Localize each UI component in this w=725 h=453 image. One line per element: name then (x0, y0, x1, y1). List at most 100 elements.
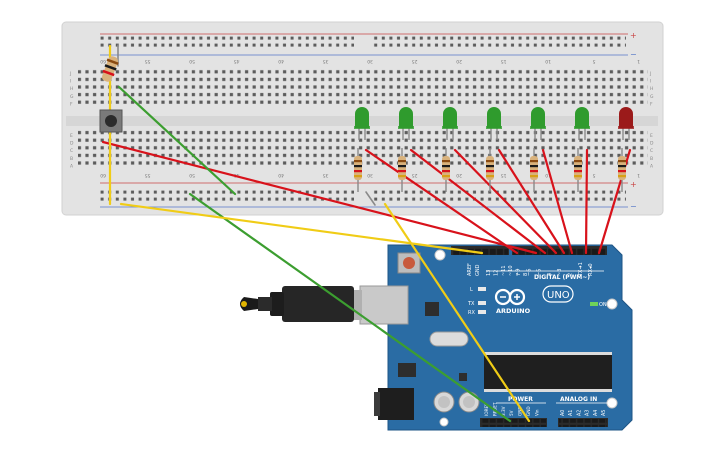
atmega-chip (484, 352, 612, 392)
power-label: POWER (508, 396, 533, 403)
digital-pin-label: ~6 (526, 269, 532, 276)
row-letter: I (70, 79, 71, 85)
aref-label: AREF (467, 263, 473, 276)
wire-red-4 (497, 148, 566, 255)
column-number: 5 (593, 58, 596, 64)
row-letter: I (650, 79, 651, 85)
analog-pin-header (558, 418, 608, 427)
column-number: 25 (412, 172, 418, 178)
l-led (478, 287, 486, 291)
row-letter: J (69, 71, 71, 77)
wire-red-1 (364, 148, 519, 255)
digital-pin-label: ~3 (557, 269, 563, 276)
green-led (442, 107, 458, 140)
pushbutton[interactable] (99, 109, 123, 133)
row-letter: D (70, 141, 74, 147)
row-letter: E (650, 133, 653, 139)
row-letter: G (650, 94, 654, 100)
svg-text:UNO: UNO (547, 290, 570, 301)
led-array (354, 107, 634, 140)
digital-label: DIGITAL (PWM~) (534, 274, 590, 281)
wire-red-3 (453, 148, 558, 255)
column-number: 15 (501, 58, 507, 64)
digital-pin-label: 13 (486, 270, 492, 276)
terminal-block-top (78, 68, 648, 106)
column-number: 1 (637, 58, 640, 64)
row-letter: F (70, 101, 73, 107)
column-number: 30 (367, 172, 373, 178)
digital-pin-label: ~9 (516, 269, 522, 276)
usb-cable (240, 286, 354, 322)
power-pin-header (480, 418, 547, 427)
row-letter: H (650, 86, 653, 92)
power-pin-label: GND (526, 406, 531, 416)
capacitors (433, 391, 480, 413)
analog-pin-label: A3 (585, 410, 591, 416)
uno-badge: UNO (542, 285, 574, 303)
reset-button[interactable] (397, 252, 421, 274)
row-letter: C (70, 148, 73, 154)
column-number: 30 (367, 58, 373, 64)
column-number: 40 (278, 58, 284, 64)
column-number: 55 (145, 58, 151, 64)
wire-yellow-2 (383, 202, 531, 423)
red-led (618, 107, 634, 140)
rx-led (478, 310, 486, 314)
row-letter: G (70, 94, 74, 100)
column-number: 10 (545, 58, 551, 64)
column-number: 45 (234, 58, 240, 64)
resistor (574, 148, 582, 192)
digital-pin-label: RX◂0 (588, 263, 594, 276)
gnd-label: GND (475, 264, 481, 276)
resistor (618, 148, 626, 192)
on-label: ON (599, 302, 607, 308)
resistor (442, 148, 450, 192)
digital-pin-header (451, 246, 607, 255)
digital-pin-label: 2 (568, 273, 574, 276)
row-letter: A (650, 163, 654, 169)
row-letter: F (650, 101, 653, 107)
power-pin-label: 3.3V (501, 406, 506, 416)
resistor (398, 148, 406, 192)
row-letter: C (650, 148, 653, 154)
analog-pin-label: A4 (593, 410, 599, 416)
wire-red-6 (584, 148, 589, 255)
resistor (530, 148, 538, 192)
column-number: 1 (637, 172, 640, 178)
arduino-logo (494, 288, 526, 306)
row-letter: B (70, 156, 73, 162)
wire-red-2 (409, 148, 547, 255)
rail-plus-bottom: + (630, 180, 637, 189)
pulldown-resistor (101, 56, 119, 82)
row-letter: B (650, 156, 653, 162)
digital-pin-label: 8 (523, 273, 529, 276)
digital-pin-label: ~5 (537, 269, 543, 276)
row-letter: A (70, 163, 74, 169)
column-number: 50 (189, 172, 195, 178)
digital-pin-label: 7 (516, 273, 522, 276)
resistor (486, 148, 494, 192)
analog-label: ANALOG IN (560, 396, 597, 403)
column-number: 40 (278, 172, 284, 178)
green-led (530, 107, 546, 140)
rail-minus-top: − (630, 50, 637, 59)
green-led (574, 107, 590, 140)
green-led (398, 107, 414, 140)
row-letter: J (649, 71, 651, 77)
voltage-regulator (398, 363, 416, 377)
power-pin-label: 5V (509, 410, 514, 416)
dc-power-jack (374, 388, 414, 420)
tx-led-label: TX (467, 301, 475, 307)
tx-led (478, 301, 486, 305)
arduino-brand: ARDUINO (496, 307, 531, 315)
green-led (354, 107, 370, 140)
analog-pin-label: A1 (568, 410, 574, 416)
column-number: 55 (145, 172, 151, 178)
rail-minus-bottom: − (630, 202, 637, 211)
